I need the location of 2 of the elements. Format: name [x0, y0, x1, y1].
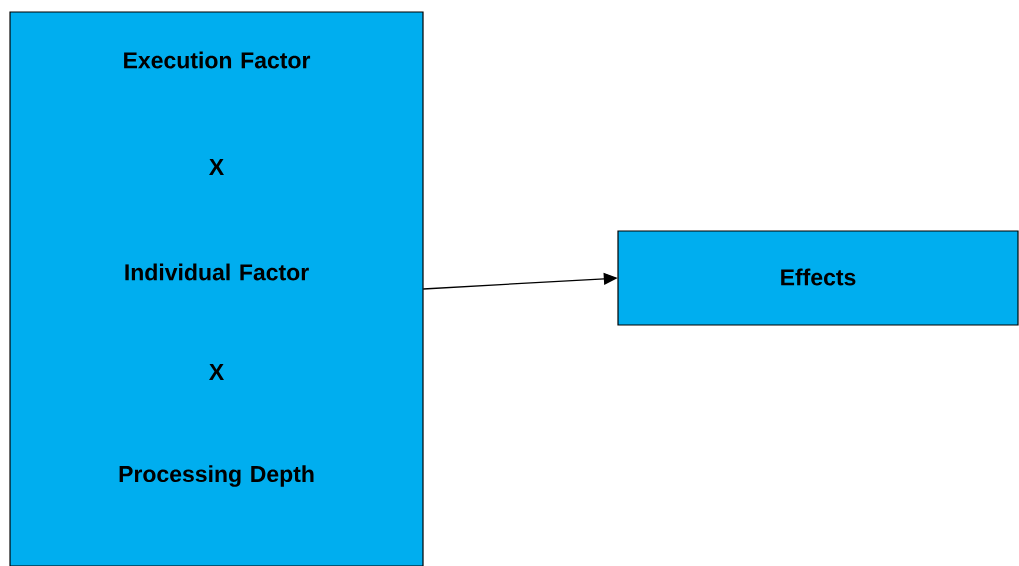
factor-box: Execution Factor X Individual Factor X Processing Depth — [9, 11, 424, 566]
effect-box: Effects — [617, 230, 1019, 326]
